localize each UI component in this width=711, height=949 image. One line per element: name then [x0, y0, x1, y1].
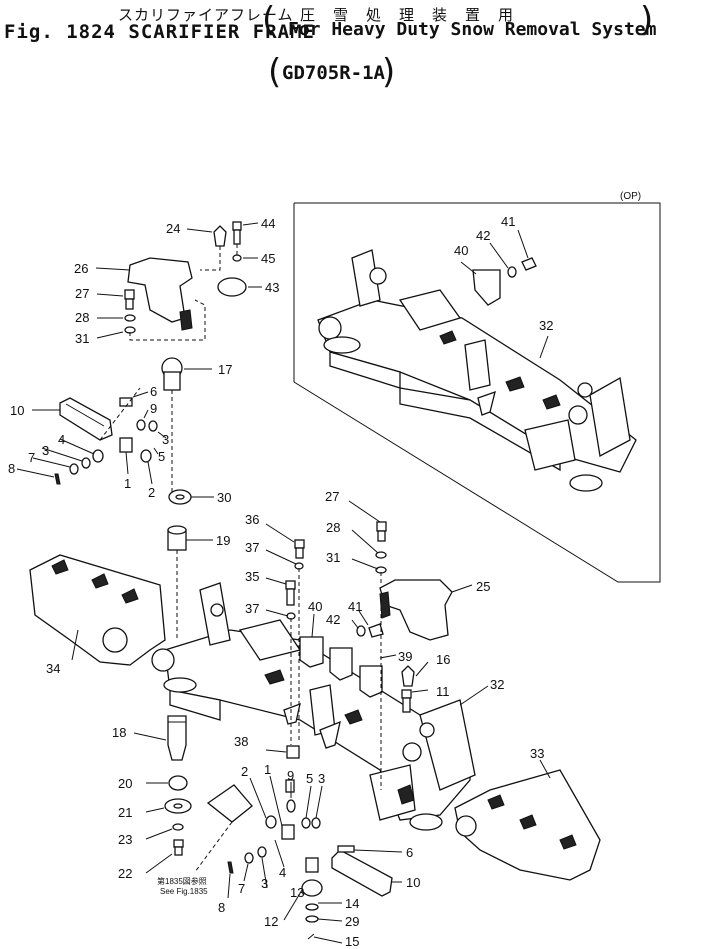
callout-19: 19: [216, 533, 230, 548]
model-close-paren: ): [382, 52, 396, 92]
callout-33: 33: [530, 746, 544, 761]
callout-23: 23: [118, 832, 132, 847]
callout-35: 35: [245, 569, 259, 584]
callout-25: 25: [476, 579, 490, 594]
callout-5b: 5: [306, 771, 313, 786]
callout-31a: 31: [75, 331, 89, 346]
callout-8b: 8: [218, 900, 225, 915]
callout-10b: 10: [406, 875, 420, 890]
callout-7b: 7: [238, 881, 245, 896]
callout-4a: 4: [58, 432, 65, 447]
close-paren: ): [640, 0, 654, 40]
callout-6a: 6: [150, 384, 157, 399]
callout-15: 15: [345, 934, 359, 949]
callout-37a: 37: [245, 540, 259, 555]
callout-38: 38: [234, 734, 248, 749]
callout-31b: 31: [326, 550, 340, 565]
callout-42a: 42: [476, 228, 490, 243]
callout-21: 21: [118, 805, 132, 820]
callout-2b: 2: [241, 764, 248, 779]
callout-39: 39: [398, 649, 412, 664]
reference-note: 第1835図参照 See Fig.1835: [157, 876, 208, 896]
callout-3a: 3: [162, 432, 169, 447]
callout-42b: 42: [326, 612, 340, 627]
callout-4b: 4: [279, 865, 286, 880]
callout-29: 29: [345, 914, 359, 929]
model-label: GD705R-1A: [282, 62, 385, 84]
callout-20: 20: [118, 776, 132, 791]
callout-11: 11: [436, 684, 450, 699]
callout-13: 13: [290, 885, 304, 900]
lower-left-parts: [164, 715, 393, 940]
callout-32b: 32: [490, 677, 504, 692]
japanese-qualifier: 圧雪処理装置用: [300, 6, 532, 24]
callout-22: 22: [118, 866, 132, 881]
callout-40b: 40: [308, 599, 322, 614]
callout-44: 44: [261, 216, 275, 231]
callout-17: 17: [218, 362, 232, 377]
callout-40a: 40: [454, 243, 468, 258]
callout-8a: 8: [8, 461, 15, 476]
callout-5a: 5: [158, 449, 165, 464]
callout-3d: 3: [261, 876, 268, 891]
callout-3b: 3: [42, 443, 49, 458]
callout-34: 34: [46, 661, 60, 676]
callout-24: 24: [166, 221, 180, 236]
callout-45: 45: [261, 251, 275, 266]
callout-10a: 10: [10, 403, 24, 418]
open-paren: (: [262, 0, 276, 40]
english-qualifier: For Heavy Duty Snow Removal System: [288, 19, 657, 40]
callout-27b: 27: [325, 489, 339, 504]
model-open-paren: (: [268, 52, 282, 92]
callout-41b: 41: [348, 599, 362, 614]
callout-12: 12: [264, 914, 278, 929]
callout-7a: 7: [28, 450, 35, 465]
option-label: (OP): [620, 191, 641, 202]
callout-16: 16: [436, 652, 450, 667]
callout-1a: 1: [124, 476, 131, 491]
reference-note-jp: 第1835図参照: [157, 876, 207, 886]
callout-37b: 37: [245, 601, 259, 616]
callout-30: 30: [217, 490, 231, 505]
callout-41a: 41: [501, 214, 515, 229]
callout-3c: 3: [318, 771, 325, 786]
callout-28b: 28: [326, 520, 340, 535]
callout-18: 18: [112, 725, 126, 740]
reference-note-en: See Fig.1835: [160, 887, 208, 896]
callout-numbers: 24 44 45 43 26 27 28 31 17 10 6 9 3 5 4 …: [8, 214, 553, 949]
callout-26: 26: [74, 261, 88, 276]
japanese-title: スカリファイアフレーム: [118, 6, 294, 24]
callout-43: 43: [265, 280, 279, 295]
callout-28a: 28: [75, 310, 89, 325]
callout-9a: 9: [150, 401, 157, 416]
callout-1b: 1: [264, 762, 271, 777]
callout-6b: 6: [406, 845, 413, 860]
callout-36: 36: [245, 512, 259, 527]
inset-frame-assembly: [317, 229, 637, 492]
callout-32a: 32: [539, 318, 553, 333]
callout-14: 14: [345, 896, 359, 911]
main-frame-assembly: [29, 521, 601, 881]
upper-left-parts: [54, 221, 247, 505]
leader-lines: [16, 222, 551, 944]
callout-9b: 9: [287, 768, 294, 783]
option-inset-box: (OP): [293, 191, 661, 583]
figure-title: Fig. 1824 SCARIFIER FRAME: [4, 21, 315, 43]
callout-2a: 2: [148, 485, 155, 500]
callout-27a: 27: [75, 286, 89, 301]
